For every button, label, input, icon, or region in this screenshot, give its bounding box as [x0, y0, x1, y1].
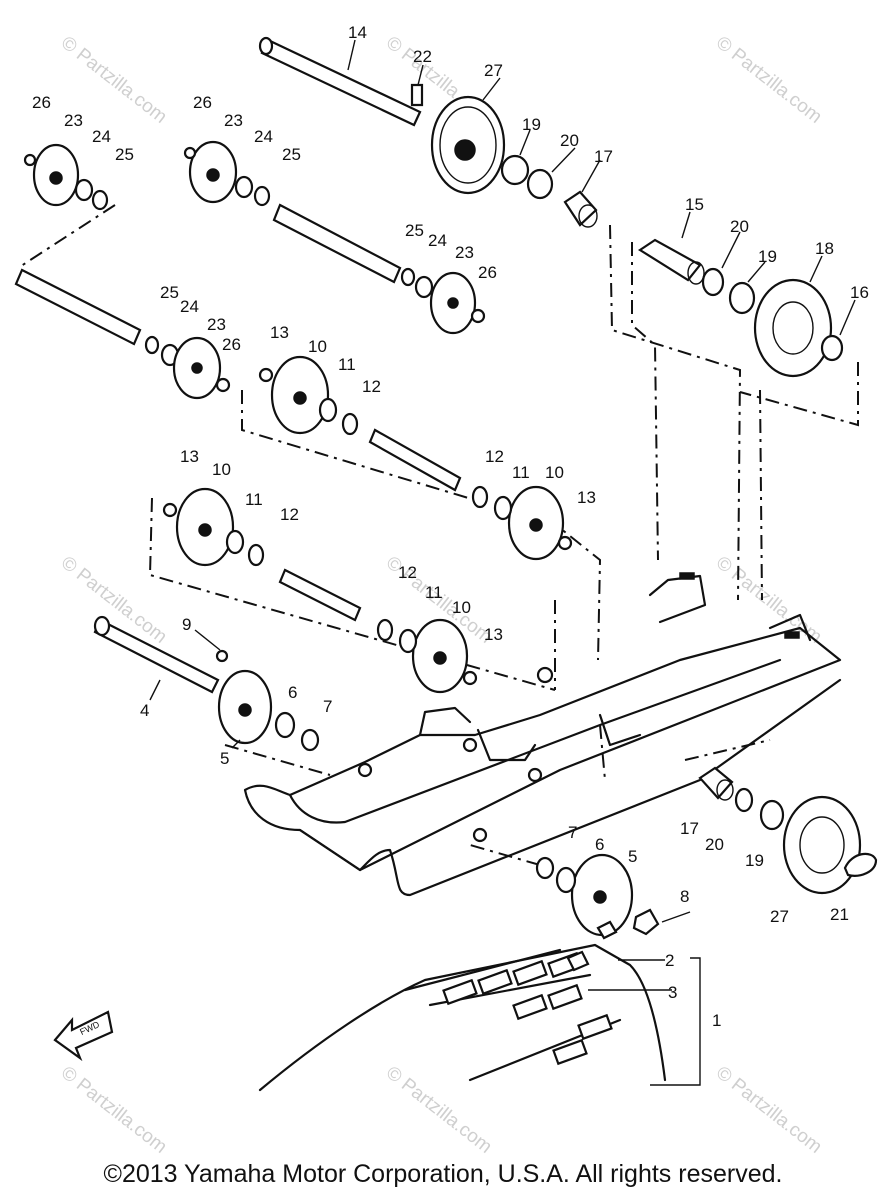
copyright-notice: ©2013 Yamaha Motor Corporation, U.S.A. A…: [103, 1160, 783, 1188]
callout-27: 27: [770, 907, 789, 926]
callout-25: 25: [160, 283, 179, 302]
callout-10: 10: [212, 460, 231, 479]
callout-2: 2: [665, 951, 674, 970]
callout-21: 21: [830, 905, 849, 924]
callout-11: 11: [338, 355, 356, 374]
callout-15: 15: [685, 195, 704, 214]
fwd-arrow-icon: FWD: [53, 1010, 114, 1062]
callout-10: 10: [452, 598, 471, 617]
callout-9: 9: [182, 615, 191, 634]
callout-12: 12: [280, 505, 299, 524]
callout-26: 26: [32, 93, 51, 112]
callout-20: 20: [705, 835, 724, 854]
callout-19: 19: [745, 851, 764, 870]
callout-26: 26: [193, 93, 212, 112]
callout-6: 6: [595, 835, 604, 854]
callout-11: 11: [512, 463, 530, 482]
callout-23: 23: [224, 111, 243, 130]
callout-22: 22: [413, 47, 432, 66]
callout-14: 14: [348, 23, 367, 42]
callout-17: 17: [680, 819, 699, 838]
callout-11: 11: [245, 490, 263, 509]
watermark: © Partzilla.com: [712, 32, 826, 127]
callout-25: 25: [115, 145, 134, 164]
callout-11: 11: [425, 583, 443, 602]
callout-26: 26: [222, 335, 241, 354]
callout-5: 5: [220, 749, 229, 768]
bolt: [410, 83, 424, 107]
callout-24: 24: [428, 231, 447, 250]
callout-7: 7: [323, 697, 332, 716]
slide-rail-frame: [243, 572, 842, 897]
front-idler-assembly: [258, 36, 598, 228]
callout-20: 20: [730, 217, 749, 236]
callout-12: 12: [362, 377, 381, 396]
callout-19: 19: [522, 115, 541, 134]
watermark: © Partzilla.com: [57, 1062, 171, 1157]
callout-18: 18: [815, 239, 834, 258]
callout-leaders: [149, 39, 856, 1086]
callout-25: 25: [405, 221, 424, 240]
callout-5: 5: [628, 847, 637, 866]
callout-13: 13: [270, 323, 289, 342]
upper-left-wheel-set: [23, 140, 271, 211]
callout-6: 6: [288, 683, 297, 702]
callout-4: 4: [140, 701, 149, 720]
callout-13: 13: [577, 488, 596, 507]
rear-idler-upper-right: [637, 238, 844, 378]
callout-13: 13: [180, 447, 199, 466]
callout-24: 24: [180, 297, 199, 316]
part-callouts: 1 2 3 4 5 5 6 6 7 7 8 9 10 10 10 10 11 1…: [32, 23, 869, 1030]
collar-17: [563, 190, 598, 227]
callout-12: 12: [398, 563, 417, 582]
callout-7: 7: [568, 823, 577, 842]
callout-24: 24: [92, 127, 111, 146]
callout-17: 17: [594, 147, 613, 166]
mid-shafts: [14, 203, 486, 694]
callout-23: 23: [207, 315, 226, 334]
callout-12: 12: [485, 447, 504, 466]
callout-8: 8: [680, 887, 689, 906]
callout-27: 27: [484, 61, 503, 80]
callout-16: 16: [850, 283, 869, 302]
callout-10: 10: [308, 337, 327, 356]
callout-3: 3: [668, 983, 677, 1002]
callout-26: 26: [478, 263, 497, 282]
callout-25: 25: [282, 145, 301, 164]
watermark: © Partzilla.com: [712, 1062, 826, 1157]
callout-10: 10: [545, 463, 564, 482]
callout-23: 23: [455, 243, 474, 262]
rear-idler-lower-right: [698, 766, 878, 895]
drive-track: [258, 920, 667, 1092]
callout-13: 13: [484, 625, 503, 644]
lower-wheels-5: [217, 669, 660, 937]
callout-23: 23: [64, 111, 83, 130]
callout-24: 24: [254, 127, 273, 146]
rear-idler-wheel-18: [753, 278, 833, 378]
idler-wheels-10: [162, 355, 573, 694]
watermark: © Partzilla.com: [712, 552, 826, 647]
callout-19: 19: [758, 247, 777, 266]
callout-20: 20: [560, 131, 579, 150]
callout-1: 1: [712, 1011, 721, 1030]
